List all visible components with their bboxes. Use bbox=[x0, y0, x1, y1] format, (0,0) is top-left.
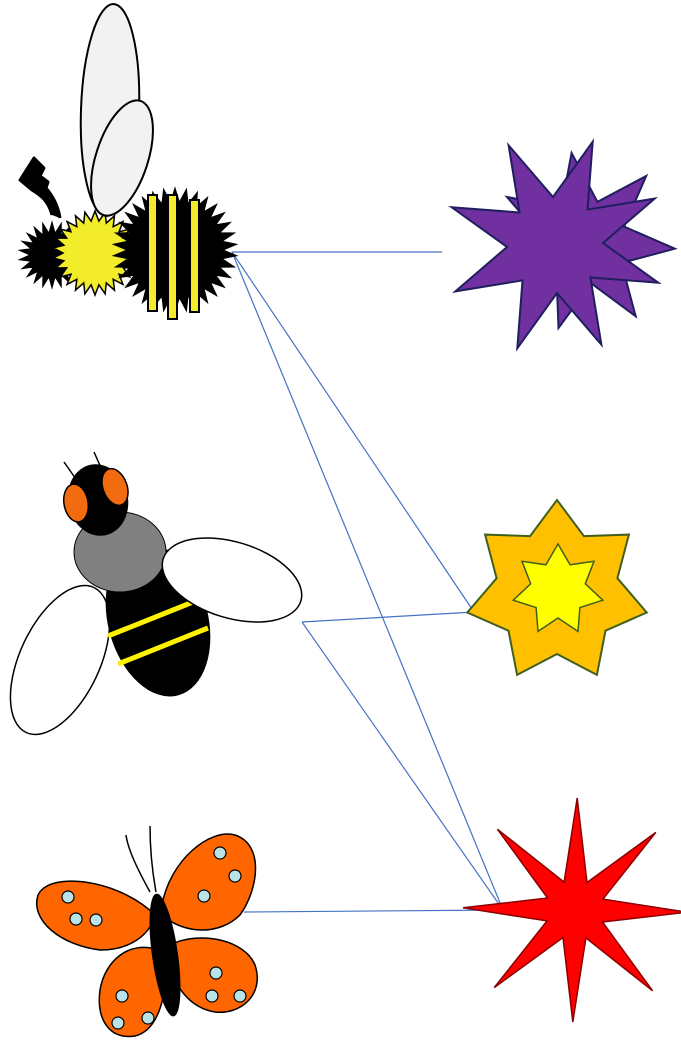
bumblebee-antenna bbox=[20, 158, 60, 218]
honeybee-icon bbox=[0, 452, 312, 749]
red-star-flower-icon bbox=[463, 798, 681, 1022]
butterfly-wing-upper-right bbox=[162, 834, 256, 930]
butterfly-antenna bbox=[126, 835, 150, 892]
butterfly-antenna bbox=[150, 826, 156, 892]
bumblebee-icon bbox=[19, 3, 236, 319]
bumblebee-stripe bbox=[190, 200, 199, 312]
link-butterfly-to-red-flower bbox=[244, 910, 503, 912]
bumblebee-stripe bbox=[148, 195, 157, 311]
butterfly-icon bbox=[37, 826, 258, 1037]
bumblebee-stripe bbox=[168, 195, 177, 319]
red-flower-petals bbox=[463, 798, 681, 1022]
purple-star-flower-icon bbox=[452, 142, 675, 349]
link-honeybee-to-yellow-flower bbox=[302, 612, 474, 622]
yellow-star-flower-icon bbox=[467, 500, 646, 675]
